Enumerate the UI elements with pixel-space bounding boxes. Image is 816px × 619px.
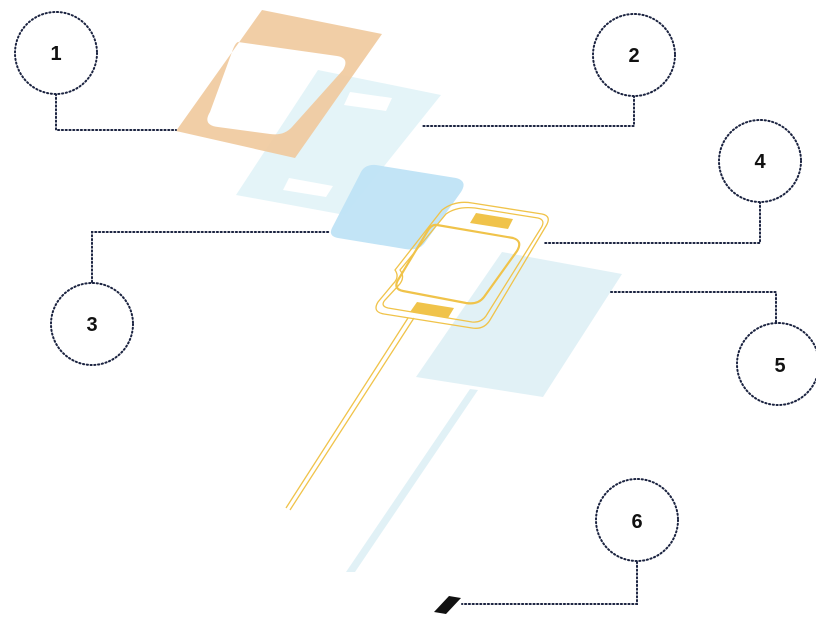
callout-5-label: 5	[774, 355, 785, 377]
circuit-lead-a	[285, 317, 409, 509]
callout-5: 5	[736, 322, 816, 406]
sheet-layer	[416, 252, 622, 397]
leader-line-4	[544, 201, 761, 244]
circuit-window	[395, 223, 521, 305]
leader-line-2	[421, 95, 635, 127]
contact-pad-bottom	[410, 302, 454, 318]
callout-3: 3	[50, 282, 134, 366]
leader-line-5	[609, 291, 777, 323]
film-layer	[236, 70, 441, 215]
frame-layer	[176, 10, 382, 158]
callout-3-label: 3	[86, 314, 97, 336]
leader-line-3	[91, 231, 331, 283]
circuit-layer	[285, 201, 549, 511]
callout-6: 6	[595, 478, 679, 562]
callout-6-label: 6	[631, 511, 642, 533]
contact-pad-top	[470, 213, 513, 229]
callout-1: 1	[14, 11, 98, 95]
circuit-outer-trace	[375, 201, 549, 329]
callout-4-label: 4	[754, 151, 766, 173]
connector-piece	[434, 596, 461, 614]
sheet-tail	[346, 389, 478, 572]
circuit-contact-pads	[410, 213, 513, 318]
leader-line-1	[55, 93, 177, 131]
circuit-lead-b	[289, 317, 415, 511]
callout-2: 2	[592, 13, 676, 97]
leader-line-6	[461, 561, 638, 605]
callout-4: 4	[718, 119, 802, 203]
circuit-inner-trace	[382, 206, 544, 323]
callout-2-label: 2	[628, 45, 639, 67]
callout-1-label: 1	[50, 43, 61, 65]
